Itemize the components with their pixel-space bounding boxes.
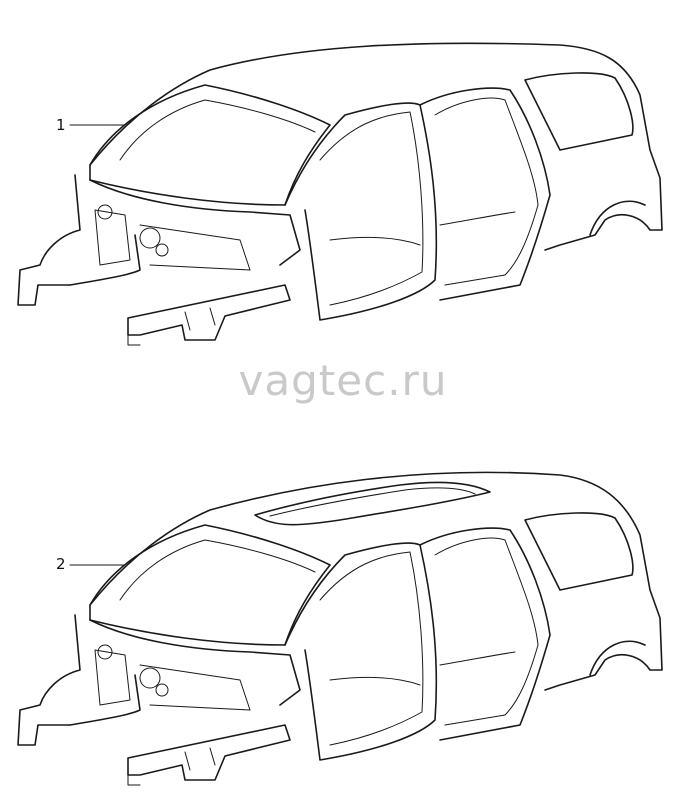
watermark-text: vagtec.ru (238, 356, 448, 405)
body-shell-drawing-1 (17, 42, 663, 346)
callout-number-2: 2 (56, 555, 66, 573)
body-shell-drawing-2 (17, 471, 663, 786)
callout-number-1: 1 (56, 116, 66, 134)
body-shell-diagram-1: 1 (0, 0, 686, 360)
body-shell-diagram-2: 2 (0, 440, 686, 800)
